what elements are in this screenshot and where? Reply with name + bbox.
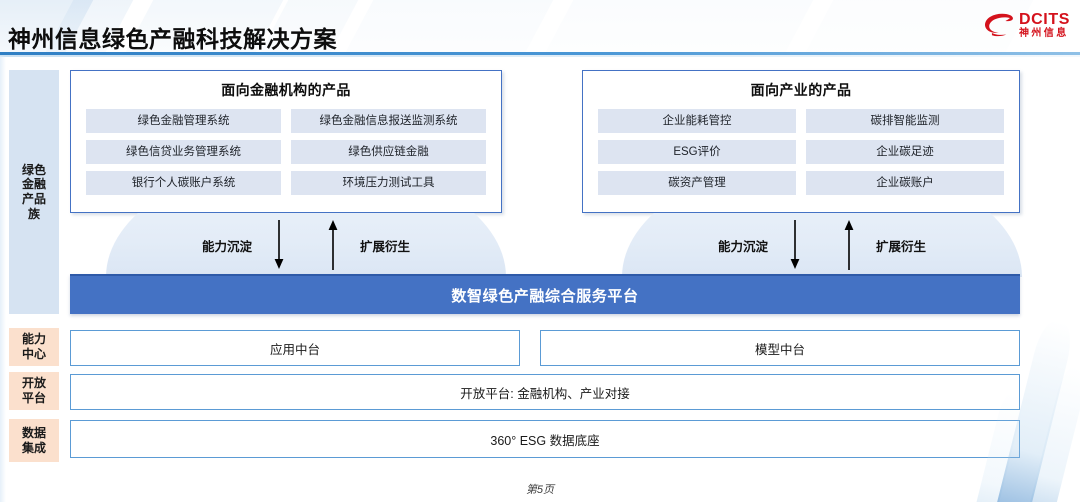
left-edge-gradient [0,56,6,502]
sidebar-item-capability-center[interactable]: 能力 中心 [9,328,59,366]
arrow-up-icon [328,220,338,270]
flow-group-left: 能力沉淀 扩展衍生 [96,213,516,277]
product-grid: 企业能耗管控 碳排智能监测 ESG评价 企业碳足迹 碳资产管理 企业碳账户 [583,100,1019,195]
page-title: 神州信息绿色产融科技解决方案 [8,26,337,53]
platform-bar[interactable]: 数智绿色产融综合服务平台 [70,274,1020,314]
box-open-platform[interactable]: 开放平台: 金融机构、产业对接 [70,374,1020,410]
product-item[interactable]: 碳资产管理 [598,171,796,195]
panel-financial-institution-products: 面向金融机构的产品 绿色金融管理系统 绿色金融信息报送监测系统 绿色信贷业务管理… [70,70,502,213]
brand-text: DCITS 神州信息 [1019,10,1070,39]
header-streak-decoration [525,0,835,52]
product-grid: 绿色金融管理系统 绿色金融信息报送监测系统 绿色信贷业务管理系统 绿色供应链金融… [71,100,501,195]
product-item[interactable]: 绿色金融管理系统 [86,109,281,133]
header-streak-decoration [325,0,575,52]
sidebar-label: 绿色 金融 产品 族 [21,162,46,221]
panel-title: 面向产业的产品 [750,82,852,98]
product-item[interactable]: 绿色信贷业务管理系统 [86,140,281,164]
header-divider [0,52,1080,55]
sidebar-label: 开放 平台 [21,376,46,405]
arrow-up-icon [844,220,854,270]
arrow-down-icon [790,220,800,269]
sidebar-item-data-integration[interactable]: 数据 集成 [9,419,59,462]
panel-title: 面向金融机构的产品 [221,82,351,98]
brand-name-en: DCITS [1019,10,1070,28]
arrow-down-icon [274,220,284,269]
flow-label-capability-precipitation: 能力沉淀 [201,239,252,254]
flow-group-right: 能力沉淀 扩展衍生 [612,213,1032,277]
slide-header [0,0,1080,52]
box-application-middle-platform[interactable]: 应用中台 [70,330,520,366]
arrow-up-container [306,217,360,273]
arrow-up-container [822,217,876,273]
box-model-middle-platform[interactable]: 模型中台 [540,330,1020,366]
header-divider-soft [0,55,1080,57]
product-item[interactable]: 绿色供应链金融 [291,140,486,164]
brand-logo: DCITS 神州信息 [984,8,1070,42]
box-data-foundation[interactable]: 360° ESG 数据底座 [70,420,1020,458]
product-item[interactable]: 碳排智能监测 [806,109,1004,133]
product-item[interactable]: 环境压力测试工具 [291,171,486,195]
arrow-down-container [768,217,822,273]
brand-name-cn: 神州信息 [1019,27,1069,39]
sidebar-item-open-platform[interactable]: 开放 平台 [9,372,59,410]
panel-industry-products: 面向产业的产品 企业能耗管控 碳排智能监测 ESG评价 企业碳足迹 碳资产管理 … [582,70,1020,213]
page-number: 第5页 [525,484,555,496]
product-item[interactable]: 企业碳足迹 [806,140,1004,164]
arrow-down-container [252,217,306,273]
sidebar-label: 数据 集成 [21,425,46,455]
sidebar-label: 能力 中心 [21,332,46,361]
product-item[interactable]: 绿色金融信息报送监测系统 [291,109,486,133]
sidebar-item-green-finance-product-family[interactable]: 绿色 金融 产品 族 [9,70,59,314]
product-item[interactable]: 银行个人碳账户系统 [86,171,281,195]
product-item[interactable]: 企业能耗管控 [598,109,796,133]
flow-label-expansion-derivation: 扩展衍生 [360,239,411,254]
product-item[interactable]: ESG评价 [598,140,796,164]
flow-label-capability-precipitation: 能力沉淀 [717,239,768,254]
product-item[interactable]: 企业碳账户 [806,171,1004,195]
flow-label-expansion-derivation: 扩展衍生 [876,239,927,254]
dcits-swoosh-icon [984,13,1013,37]
